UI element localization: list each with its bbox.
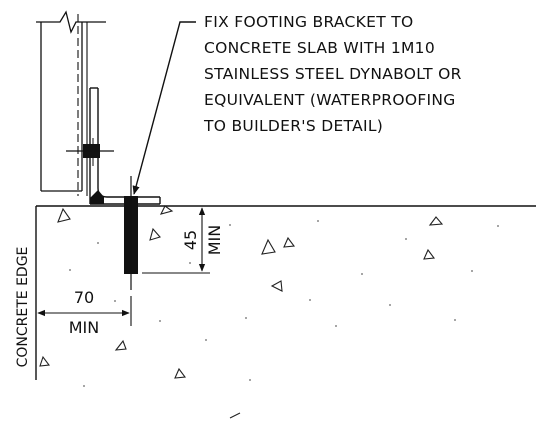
- embed-dim-value: 45: [181, 230, 200, 250]
- aggregate-dash: [229, 412, 241, 419]
- aggregate-triangle: [149, 227, 161, 241]
- post-break-line: [36, 10, 106, 34]
- note-line-2: CONCRETE SLAB WITH 1M10: [204, 39, 435, 57]
- aggregate-triangle: [270, 280, 283, 292]
- embed-dim-qualifier: MIN: [205, 225, 224, 256]
- footing-bracket: [66, 87, 161, 205]
- bracket-bend-inner: [97, 187, 160, 198]
- concrete-slab: [35, 205, 536, 380]
- note-line-3: STAINLESS STEEL DYNABOLT OR: [204, 65, 462, 83]
- installation-note: FIX FOOTING BRACKET TO CONCRETE SLAB WIT…: [203, 13, 462, 135]
- concrete-aggregate-dots: [69, 220, 499, 387]
- edge-distance-dimension: 70 MIN: [37, 288, 132, 337]
- note-leader-line: [132, 21, 196, 195]
- concrete-edge-label: CONCRETE EDGE: [15, 247, 31, 368]
- aggregate-triangle: [261, 238, 276, 255]
- aggregate-triangle: [114, 339, 127, 351]
- aggregate-triangle: [283, 236, 296, 248]
- timber-post: [36, 10, 106, 196]
- aggregate-triangle: [428, 216, 444, 226]
- edge-dim-qualifier: MIN: [69, 318, 100, 337]
- note-line-1: FIX FOOTING BRACKET TO: [204, 13, 413, 31]
- edge-dim-value: 70: [74, 288, 94, 307]
- aggregate-triangle: [39, 355, 51, 367]
- note-leader: [132, 21, 196, 195]
- aggregate-triangle: [174, 367, 187, 379]
- embed-depth-dimension: 45 MIN: [142, 207, 224, 274]
- bracket-weld-fillet: [90, 190, 104, 204]
- aggregate-triangle: [159, 205, 174, 215]
- concrete-aggregate-hatch: [39, 205, 444, 419]
- note-line-5: TO BUILDER'S DETAIL): [203, 117, 383, 135]
- dynabolt-anchor: [124, 176, 138, 290]
- note-line-4: EQUIVALENT (WATERPROOFING: [204, 91, 456, 109]
- aggregate-triangle: [423, 248, 436, 260]
- aggregate-triangle: [57, 207, 71, 223]
